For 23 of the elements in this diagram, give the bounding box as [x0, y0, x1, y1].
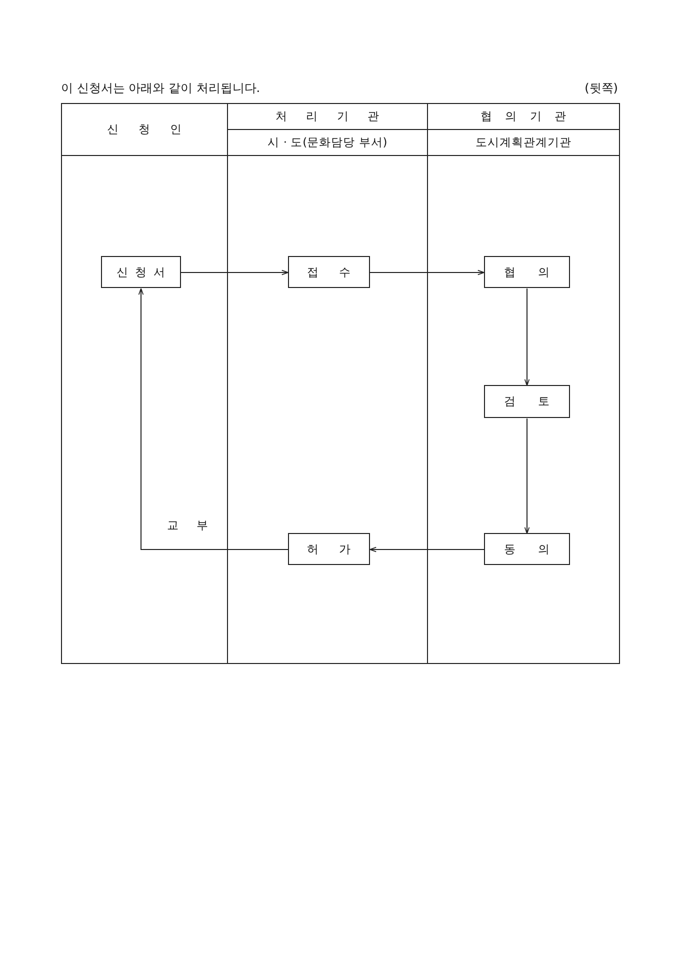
process-box: 검 토 [484, 385, 570, 418]
arrow [370, 270, 484, 276]
page-side-note: (뒷쪽) [584, 80, 618, 97]
process-box: 허 가 [288, 533, 370, 565]
arrow [524, 288, 530, 386]
lane-header: 처 리 기 관 [274, 108, 380, 125]
arrow [138, 288, 288, 550]
arrow [524, 418, 530, 534]
arrow [180, 270, 288, 276]
lane-subheader: 시 · 도(문화담당 부서) [266, 134, 388, 151]
swimlane-column [61, 103, 227, 664]
lane-subheader: 도시계획관계기관 [474, 134, 572, 151]
instruction-text: 이 신청서는 아래와 같이 처리됩니다. [61, 80, 260, 97]
process-box: 신 청 서 [101, 256, 181, 288]
lane-header: 협 의 기 관 [480, 108, 568, 125]
swimlane-column [427, 103, 620, 664]
process-box: 접 수 [288, 256, 370, 288]
process-box: 협 의 [484, 256, 570, 288]
swimlane-column [227, 103, 427, 664]
edge-label: 교 부 [167, 518, 209, 533]
arrow [370, 546, 484, 552]
process-box: 동 의 [484, 533, 570, 565]
lane-header: 신 청 인 [106, 121, 184, 138]
